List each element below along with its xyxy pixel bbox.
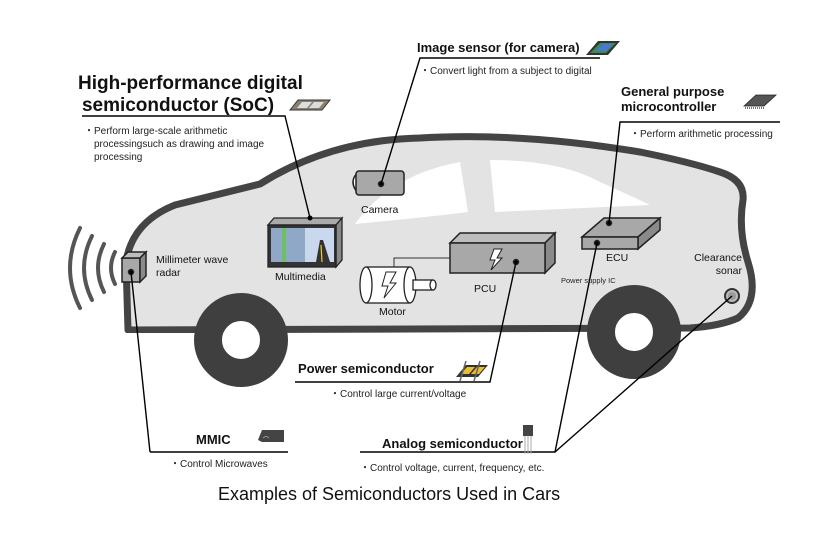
power-semiconductor-description: ・Control large current/voltage	[330, 389, 467, 400]
pcu-component-icon	[448, 231, 557, 275]
power-supply-ic-label: Power supply IC	[561, 276, 616, 285]
soc-desc-line2: processingsuch as drawing and image	[94, 139, 265, 150]
rear-window	[355, 162, 468, 224]
microcontroller-chip-icon	[742, 94, 778, 109]
transistor-icon	[523, 425, 533, 454]
motor-component-icon	[359, 257, 452, 304]
radar-label: Millimeter wave radar	[156, 254, 228, 280]
analog-semiconductor-title: Analog semiconductor	[382, 436, 523, 451]
soc-desc-line3: processing	[94, 152, 143, 163]
radar-waves-icon	[68, 226, 117, 310]
radar-component-icon	[120, 250, 148, 284]
image-sensor-icon	[586, 41, 620, 55]
radar-label-line2: radar	[156, 267, 181, 279]
rear-wheel	[194, 293, 288, 387]
leader-lines	[82, 57, 780, 453]
front-wheel	[587, 285, 681, 379]
mmic-description: ・Control Microwaves	[170, 459, 268, 470]
camera-label: Camera	[361, 204, 399, 216]
microcontroller-title-line2: microcontroller	[621, 99, 717, 114]
soc-title-line1: High-performance digital	[78, 73, 303, 94]
multimedia-component-icon	[266, 215, 344, 269]
mmic-chip-icon	[258, 430, 284, 442]
image-sensor-title: Image sensor (for camera)	[417, 40, 580, 55]
soc-desc-line1: ・Perform large-scale arithmetic	[84, 126, 228, 137]
soc-title-line2: semiconductor (SoC)	[81, 95, 275, 116]
figure-caption: Examples of Semiconductors Used in Cars	[218, 484, 561, 504]
radar-label-line1: Millimeter wave	[156, 254, 229, 266]
sonar-label: Clearance sonar	[692, 252, 742, 278]
multimedia-label: Multimedia	[275, 271, 326, 283]
image-sensor-description: ・Convert light from a subject to digital	[420, 66, 592, 77]
power-chip-icon	[456, 360, 488, 382]
soc-title: High-performance digital semiconductor (…	[78, 73, 303, 117]
front-window	[490, 160, 650, 212]
soc-description: ・Perform large-scale arithmetic processi…	[84, 125, 264, 164]
ecu-label: ECU	[606, 252, 629, 264]
microcontroller-description: ・Perform arithmetic processing	[630, 129, 773, 140]
sonar-label-line1: Clearance	[694, 252, 742, 264]
motor-label: Motor	[379, 306, 406, 318]
soc-chip-icon	[288, 99, 332, 111]
analog-semiconductor-description: ・Control voltage, current, frequency, et…	[360, 463, 545, 474]
power-semiconductor-title: Power semiconductor	[298, 361, 434, 376]
mmic-title: MMIC	[196, 432, 231, 447]
sonar-label-line2: sonar	[715, 265, 742, 277]
pcu-label: PCU	[474, 283, 497, 295]
camera-component-icon	[352, 170, 405, 196]
microcontroller-title-line1: General purpose	[621, 84, 725, 99]
microcontroller-title: General purpose microcontroller	[621, 84, 724, 114]
